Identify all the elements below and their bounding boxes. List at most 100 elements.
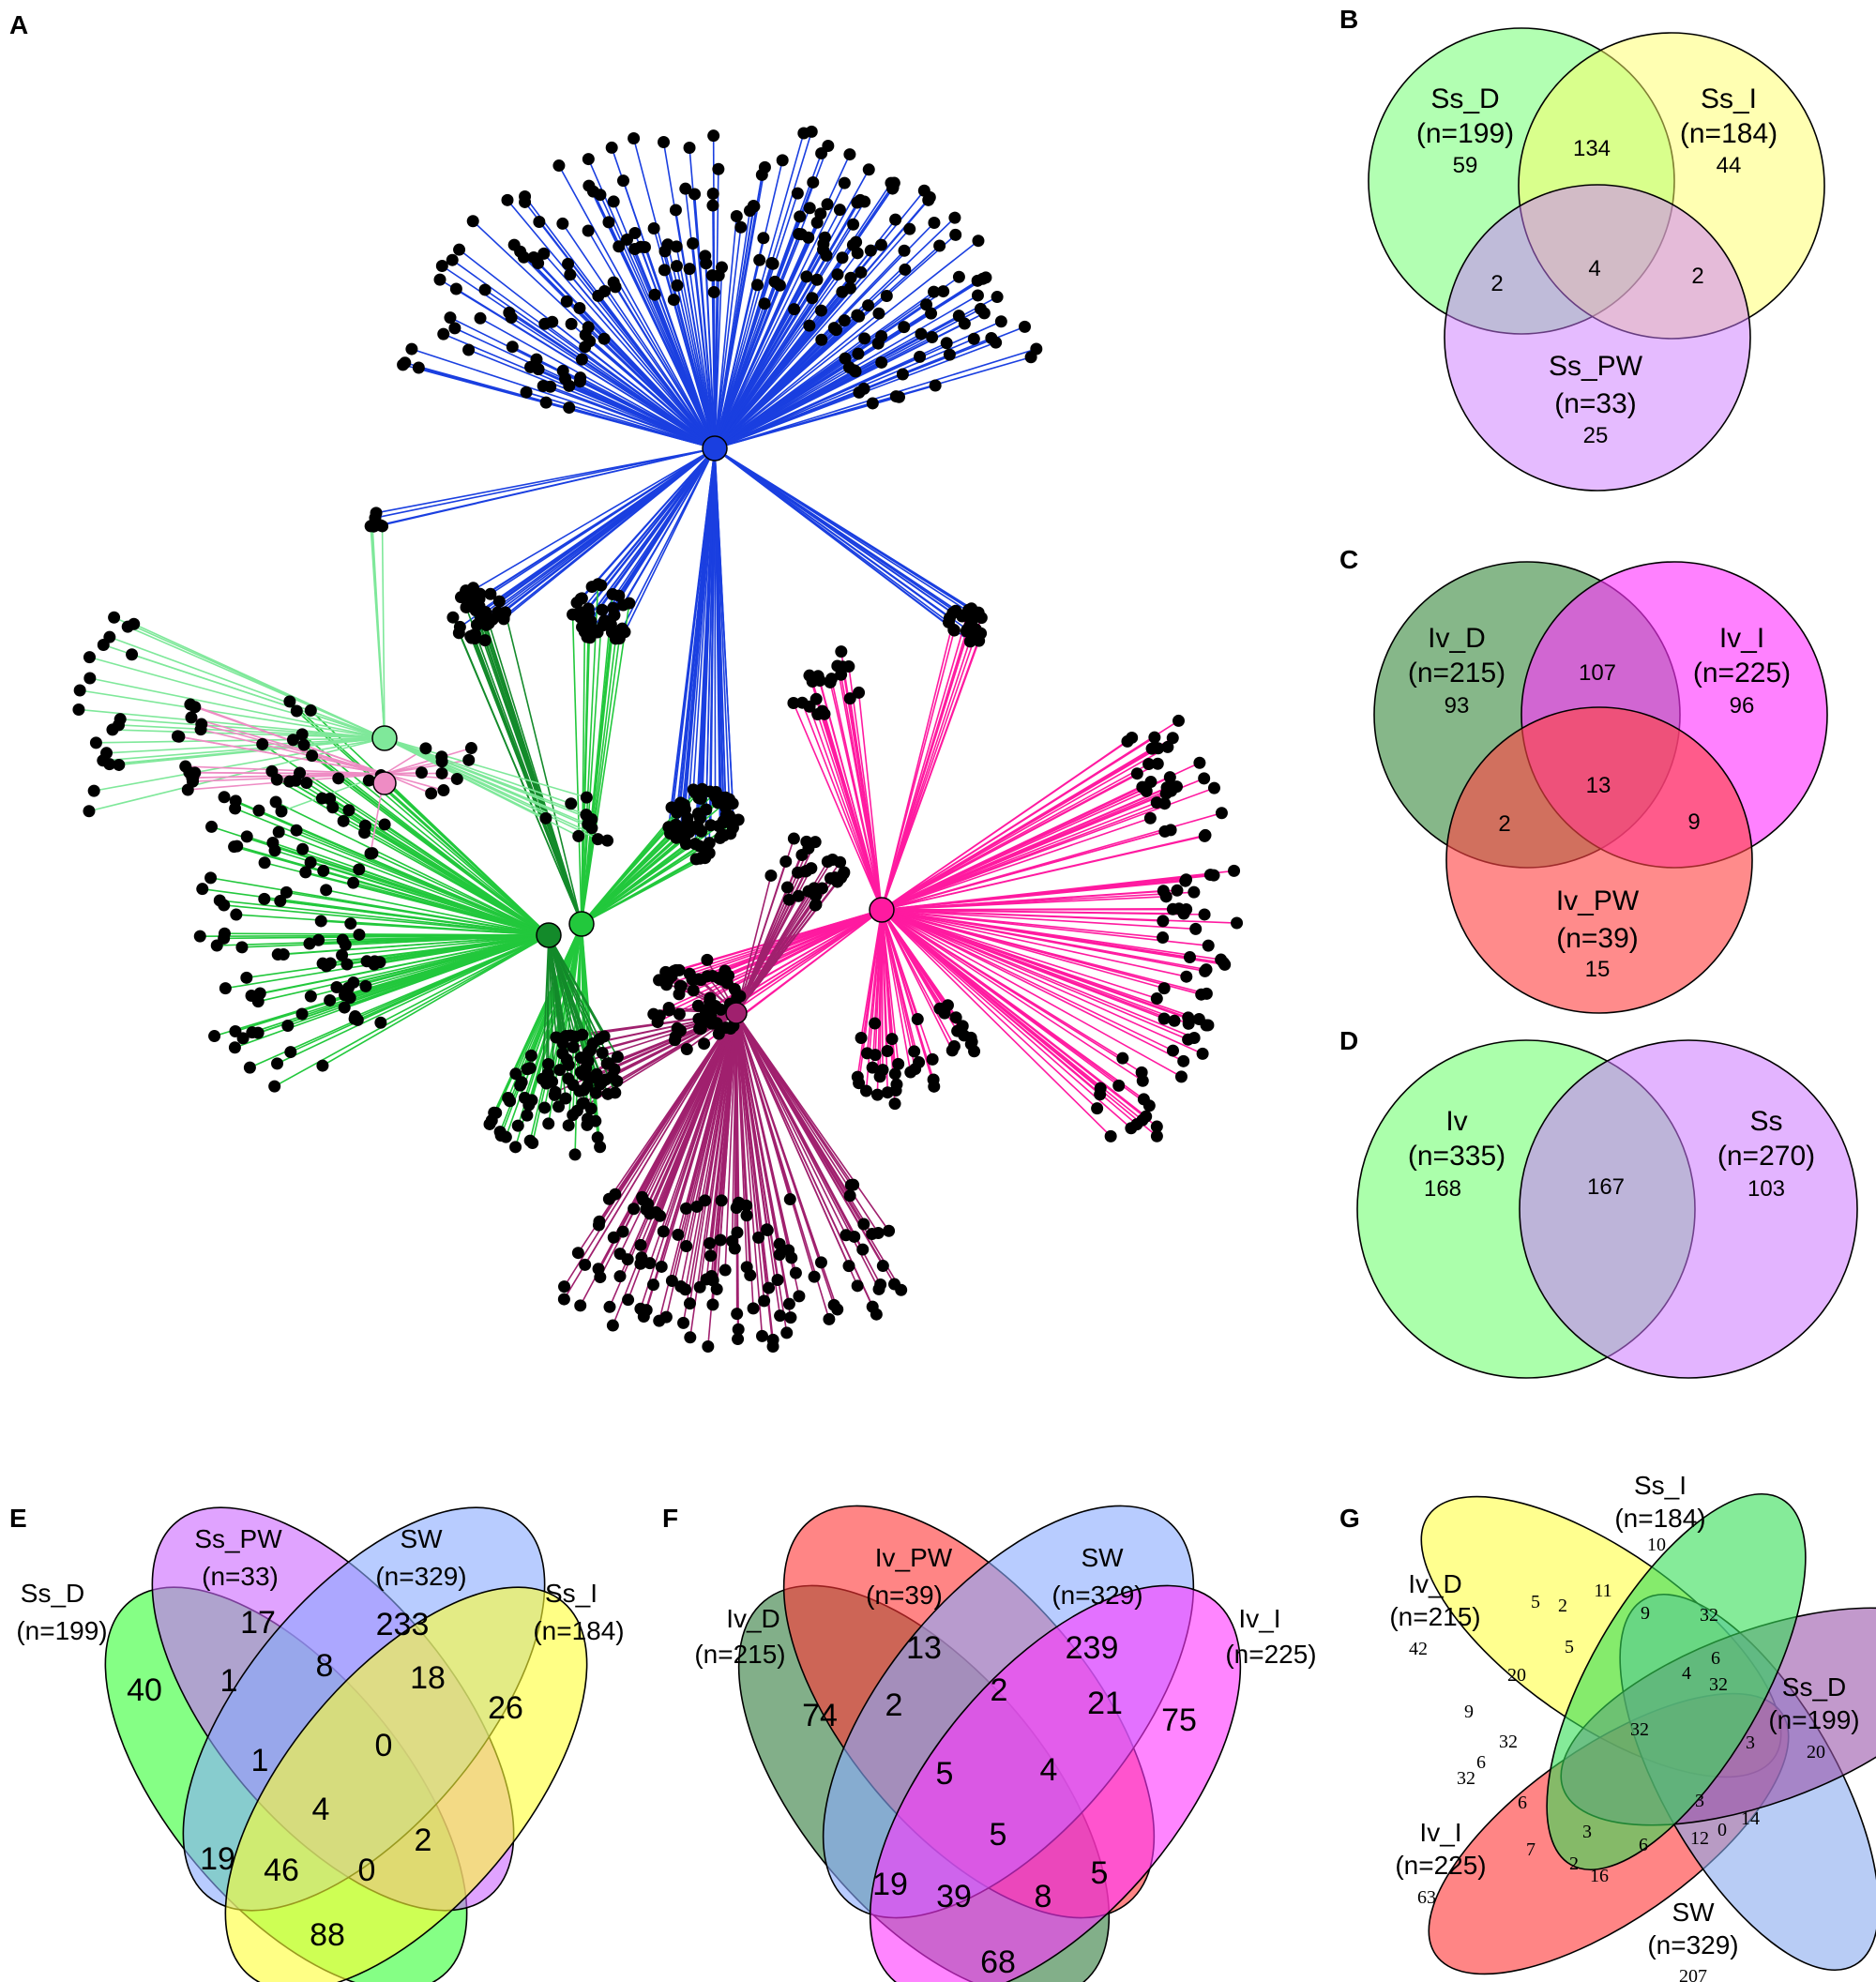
network-leaf-node	[859, 1084, 872, 1097]
magenta-hub-edge	[881, 909, 1202, 995]
venn-e-region-4: 26	[488, 1690, 523, 1726]
network-leaf-node	[958, 1029, 971, 1042]
network-leaf-node	[634, 1238, 647, 1251]
network-leaf-node	[574, 1299, 587, 1312]
venn-g-name-ss-d: Ss_D	[1782, 1672, 1846, 1702]
network-leaf-node	[789, 1266, 802, 1279]
network-leaf-node	[693, 1280, 706, 1294]
network-leaf-node	[701, 953, 714, 966]
venn-g-region-27: 3	[1582, 1822, 1592, 1842]
network-leaf-node	[268, 1080, 281, 1093]
lightgreen-hub-edge	[89, 677, 386, 739]
venn-g-region-6: 11	[1594, 1581, 1611, 1601]
network-leaf-node	[691, 999, 704, 1012]
network-leaf-node	[928, 285, 941, 298]
network-leaf-node	[511, 1119, 524, 1132]
network-leaf-node	[1198, 908, 1211, 921]
network-leaf-node	[838, 866, 851, 879]
network-leaf-node	[911, 1013, 924, 1026]
green-hub-edge	[278, 934, 550, 956]
network-leaf-node	[847, 218, 860, 231]
lightgreen-hub-edge	[109, 636, 386, 739]
network-leaf-node	[730, 209, 743, 222]
network-leaf-node	[415, 766, 428, 779]
network-leaf-node	[607, 276, 620, 289]
network-leaf-node	[433, 273, 446, 286]
venn-b-name-ss-pw: Ss_PW	[1549, 351, 1643, 382]
venn-e-region-10: 4	[312, 1792, 330, 1827]
network-leaf-node	[1189, 922, 1203, 935]
green-hub-edge	[321, 797, 550, 936]
network-leaf-node	[876, 1064, 889, 1077]
blue-hub-node	[702, 435, 728, 461]
network-leaf-node	[181, 783, 194, 796]
venn-f-region-4: 75	[1161, 1702, 1197, 1738]
plum-hub-edge	[724, 1012, 737, 1271]
network-leaf-node	[1215, 807, 1228, 820]
blue-hub-edge	[714, 339, 823, 449]
darkgreen-hub-edge	[548, 934, 567, 1036]
venn-f-region-15: 68	[980, 1944, 1016, 1980]
network-leaf-node	[758, 160, 771, 174]
venn-g-name-sw: SW	[1672, 1898, 1715, 1927]
network-leaf-node	[734, 220, 748, 234]
network-leaf-node	[425, 787, 438, 800]
blue-hub-edge	[669, 447, 716, 834]
network-leaf-node	[303, 937, 316, 950]
network-leaf-node	[1193, 756, 1206, 769]
network-leaf-node	[780, 881, 794, 894]
network-leaf-node	[634, 1257, 647, 1270]
network-leaf-node	[474, 613, 487, 626]
venn-c-region-iv-d-only: 93	[1445, 693, 1470, 719]
blue-hub-edge	[544, 323, 716, 449]
network-leaf-node	[568, 1148, 582, 1161]
network-leaf-node	[947, 624, 961, 637]
venn-f-region-11: 19	[872, 1867, 908, 1902]
network-leaf-node	[1140, 784, 1153, 797]
plum-hub-edge	[652, 1012, 737, 1285]
network-leaf-node	[857, 1218, 870, 1231]
network-leaf-node	[698, 1037, 711, 1051]
magenta-hub-edge	[881, 909, 1224, 964]
network-leaf-node	[814, 1256, 827, 1269]
network-leaf-node	[1166, 902, 1179, 915]
network-leaf-node	[1142, 758, 1156, 771]
blue-hub-edge	[714, 223, 855, 449]
plum-hub-edge	[735, 1012, 792, 1318]
network-leaf-node	[874, 1278, 887, 1291]
network-leaf-node	[857, 382, 870, 395]
venn-g-region-2: 42	[1409, 1639, 1428, 1659]
network-leaf-node	[885, 1033, 899, 1046]
network-leaf-node	[582, 624, 595, 637]
network-leaf-node	[658, 136, 671, 149]
magenta-hub-edge	[881, 909, 1165, 1020]
network-leaf-node	[460, 600, 473, 613]
venn-f-count-iv-pw: (n=39)	[866, 1581, 943, 1610]
network-leaf-node	[750, 279, 764, 292]
venn-c-region-all: 13	[1586, 773, 1611, 798]
venn-c-set-iv-pw	[1445, 706, 1753, 1014]
network-leaf-node	[870, 1308, 883, 1321]
blue-hub-edge	[523, 195, 716, 449]
venn-c-region-iv-pw-only: 15	[1585, 957, 1611, 982]
network-leaf-node	[657, 1225, 670, 1238]
network-leaf-node	[926, 331, 939, 344]
network-leaf-node	[836, 251, 849, 265]
venn-c-region-d-pw: 2	[1498, 811, 1510, 837]
green-hub-edge	[581, 638, 621, 925]
blue-hub-edge	[704, 255, 716, 449]
blue-hub-edge	[558, 165, 716, 449]
blue-hub-edge	[714, 312, 932, 449]
network-leaf-node	[530, 353, 543, 366]
green-hub-edge	[258, 934, 550, 1003]
network-leaf-node	[937, 285, 950, 298]
magenta-hub-edge	[881, 909, 1144, 1100]
network-leaf-node	[506, 340, 519, 354]
network-leaf-node	[499, 606, 512, 619]
venn-b-set-ss-pw	[1444, 184, 1751, 492]
network-leaf-node	[258, 856, 271, 870]
network-leaf-node	[492, 595, 506, 608]
blue-hub-edge	[714, 216, 738, 449]
network-leaf-node	[1198, 829, 1211, 842]
network-edges	[78, 131, 1237, 1347]
